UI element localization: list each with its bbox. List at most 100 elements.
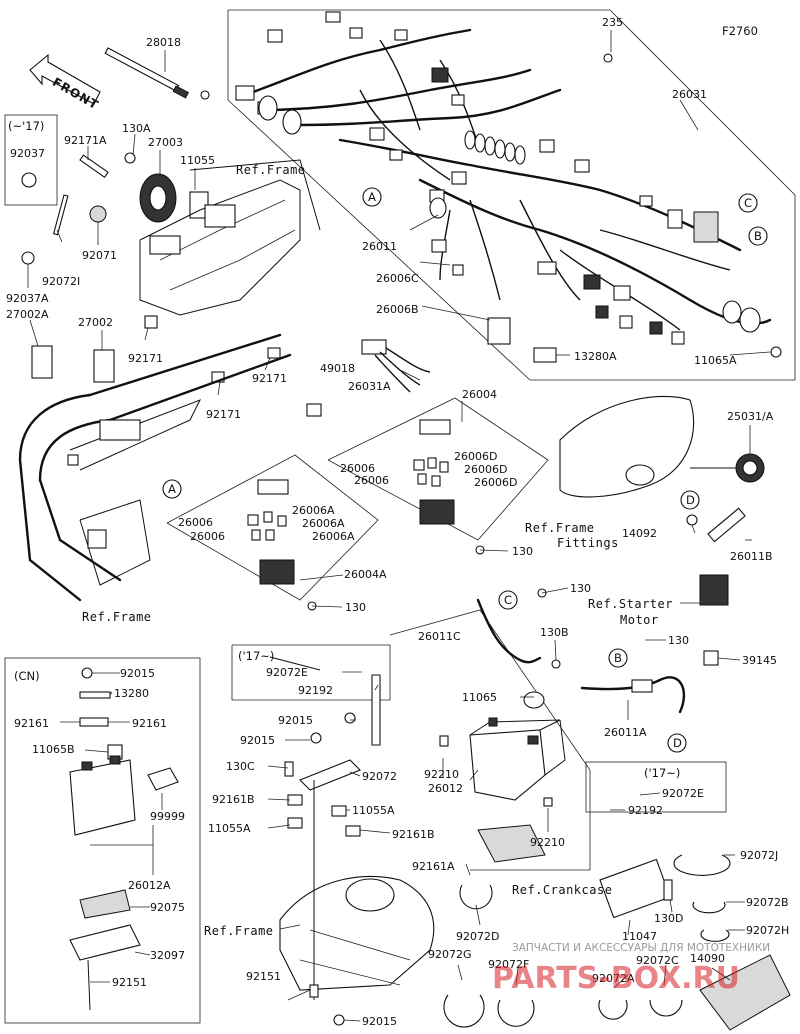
part-26006-4: 26006 [190,530,225,543]
callout-B-cable [608,648,628,668]
cn-part-92015: 92015 [120,667,155,680]
part-92171-c: 92171 [206,408,241,421]
callout-B-harness [748,226,768,246]
callout-D-label-1: D [686,493,695,507]
cables-26011C-26011A [476,588,686,714]
part-92072J: 92072J [740,849,778,862]
cn-part-11065B: 11065B [32,743,75,756]
part-26004A: 26004A [344,568,387,581]
sub-harness-26031A [306,339,431,417]
callout-D-label-2: D [673,736,682,750]
part-11055: 11055 [180,154,215,167]
part-92072G: 92072G [428,948,472,961]
part-26031A: 26031A [348,380,391,393]
part-92210-1: 92210 [424,768,459,781]
part-130-3: 130 [570,582,591,595]
part-92192-1: 92192 [298,684,333,697]
part-26006B: 26006B [376,303,419,316]
part-92072H: 92072H [746,924,789,937]
part-11055A-1: 11055A [352,804,395,817]
part-26006-1: 26006 [340,462,375,475]
part-130A: 130A [122,122,151,135]
fuse-box-26004 [413,419,485,555]
part-92161A: 92161A [412,860,455,873]
ref-frame-bottom: Ref.Frame [204,924,274,938]
part-130-1: 130 [512,545,533,558]
part-number-labels: 28018 235 26031 130A 27003 11055 92171A … [6,16,789,1028]
year-label-from-17-right: ('17~) [644,766,680,780]
part-14090: 14090 [690,952,725,965]
part-26006C: 26006C [376,272,419,285]
part-92072I: 92072I [42,275,80,288]
part-92072D: 92072D [456,930,499,943]
part-13280A: 13280A [574,350,617,363]
part-11055A-2: 11055A [208,822,251,835]
part-92161B-1: 92161B [212,793,255,806]
year-label-from-17-left: ('17~) [238,649,274,663]
part-92192-2: 92192 [628,804,663,817]
callout-C-harness [738,193,758,213]
callout-D-cable [667,733,687,753]
part-26011: 26011 [362,240,397,253]
from-17-box-right [585,761,727,813]
part-92210-2: 92210 [530,836,565,849]
ref-frame-top: Ref.Frame [236,163,306,177]
part-92071: 92071 [82,249,117,262]
part-26031: 26031 [672,88,707,101]
callout-A-harness [362,187,382,207]
part-130B: 130B [540,626,569,639]
cn-label: (CN) [14,669,40,683]
part-11047: 11047 [622,930,657,943]
part-92171A: 92171A [64,134,107,147]
part-26004: 26004 [462,388,497,401]
harness-corrugated-tube [464,130,526,165]
part-26011B: 26011B [730,550,773,563]
part-28018: 28018 [146,36,181,49]
part-92037A: 92037A [6,292,49,305]
harness-panel-frame [227,9,796,381]
year-label-until-17: (~'17) [8,119,44,133]
part-92151: 92151 [246,970,281,983]
fuse-box-26004A [247,479,317,611]
part-92072A: 92072A [592,972,635,985]
cn-part-13280: 13280 [114,687,149,700]
part-92072B: 92072B [746,896,789,909]
part-26006-2: 26006 [354,474,389,487]
part-49018: 49018 [320,362,355,375]
clamps-bottom-right [443,854,791,1031]
part-27002A: 27002A [6,308,49,321]
harness-connectors [235,11,782,363]
part-26006D-2: 26006D [464,463,507,476]
watermark-logo: PARTS-BOX.RU [492,961,740,996]
part-92072E-2: 92072E [662,787,704,800]
part-92015-3: 92015 [362,1015,397,1028]
lower-area-frame [389,609,591,871]
part-92015-2: 92015 [240,734,275,747]
callout-C-label-1: C [744,196,752,210]
callout-B-label-1: B [754,229,762,243]
part-26006-3: 26006 [178,516,213,529]
callout-A-label-2: A [168,482,176,496]
cn-part-92161-b: 92161 [132,717,167,730]
part-130-2: 130 [345,601,366,614]
part-14092: 14092 [622,527,657,540]
part-92072F: 92072F [488,958,529,971]
cn-part-99999: 99999 [150,810,185,823]
cn-part-92151: 92151 [112,976,147,989]
cn-part-92075: 92075 [150,901,185,914]
callout-B-label-2: B [614,651,622,665]
main-wiring-harness [235,11,782,363]
part-92072: 92072 [362,770,397,783]
until-17-box [4,114,58,206]
part-92037: 92037 [10,147,45,160]
reference-labels: F2760 (~'17) ('17~) ('17~) (CN) Ref.Fram… [8,24,758,938]
cn-part-32097: 32097 [150,949,185,962]
from-17-box-left [231,644,391,701]
ref-crankcase: Ref.Crankcase [512,883,612,897]
ref-frame-fittings-line2: Fittings [557,536,619,550]
starter-relay-area [686,507,746,666]
callout-C-label-2: C [504,593,512,607]
part-92072E-1: 92072E [266,666,308,679]
cn-battery-parts [69,667,179,1011]
part-26006D-3: 26006D [474,476,517,489]
